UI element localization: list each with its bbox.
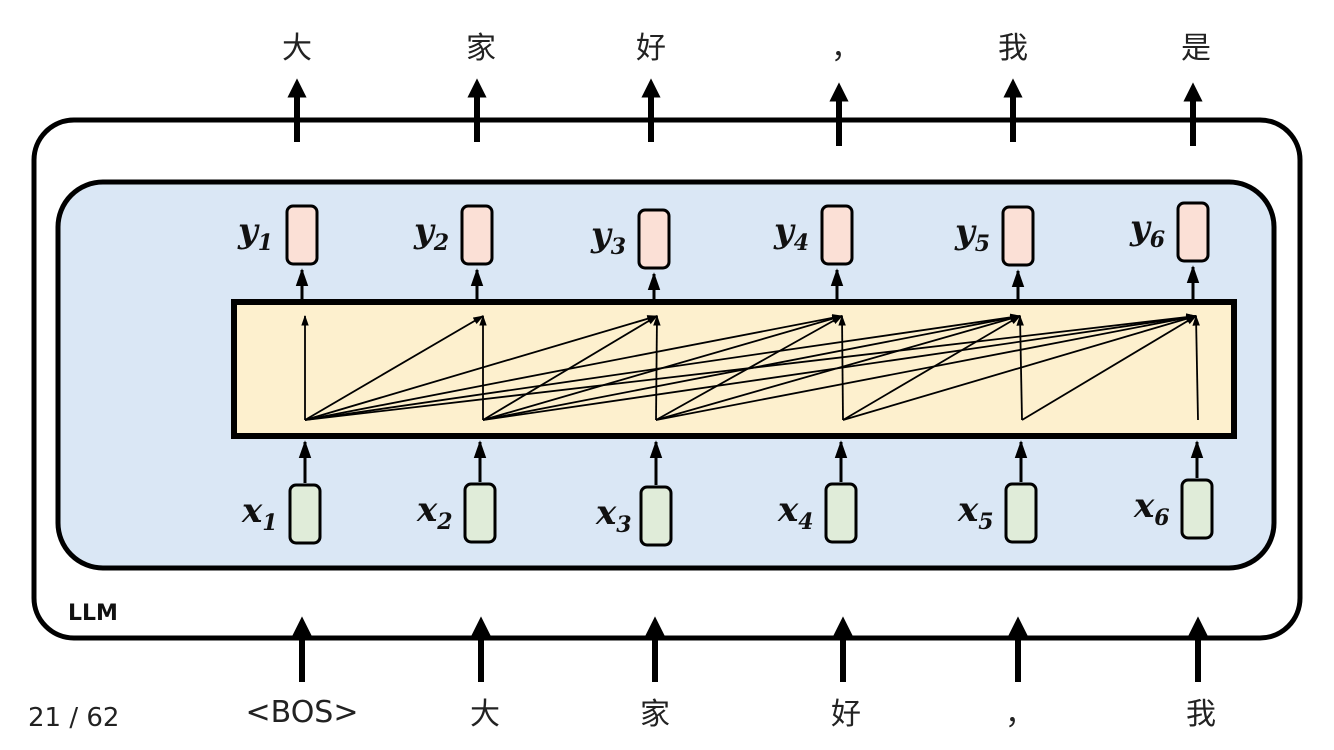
output-token-5: 我: [998, 31, 1028, 66]
input-vector-box-2: [463, 482, 497, 544]
attention-arrow-2-to-6: [482, 313, 1198, 421]
output-vector-label-6: y6: [1129, 208, 1165, 253]
output-vector-box-5: [1001, 205, 1035, 267]
output-tokens: 大 家 好 ， 我 是: [282, 31, 1211, 66]
output-vector-label-1: y1: [237, 211, 273, 256]
input-vector-label-5: x5: [957, 490, 994, 535]
input-token-5: ，: [1005, 697, 1035, 732]
input-vector-label-2: x2: [416, 490, 453, 535]
input-token-arrows: [292, 616, 1208, 682]
attention-arrow-3-to-6: [655, 314, 1198, 421]
input-vectors: [288, 478, 1214, 547]
input-token-1: <BOS>: [246, 695, 359, 730]
output-vector-box-4: [820, 204, 854, 266]
output-vector-labels: y1 y2 y3 y4 y5 y6: [237, 208, 1165, 260]
input-to-attention-arrows: [298, 440, 1204, 485]
input-vector-label-6: x6: [1133, 486, 1170, 531]
output-vector-label-4: y4: [773, 211, 809, 256]
input-vector-box-3: [639, 485, 673, 547]
attention-arrows: [301, 313, 1200, 421]
attention-arrow-4-to-6: [842, 315, 1198, 421]
input-vector-box-1: [288, 483, 322, 545]
input-vector-labels: x1 x2 x3 x4 x5 x6: [241, 486, 1170, 538]
attention-arrow-6-to-6: [1192, 314, 1200, 421]
input-tokens: <BOS> 大 家 好 ， 我: [246, 695, 1216, 732]
page-indicator: 21 / 62: [28, 703, 119, 733]
output-vector-box-6: [1176, 201, 1210, 263]
attention-layer-box: [231, 299, 1237, 439]
input-token-4: 好: [831, 697, 861, 732]
output-token-1: 大: [282, 31, 312, 66]
input-token-3: 家: [640, 697, 670, 732]
output-token-3: 好: [636, 31, 666, 66]
llm-label: LLM: [68, 601, 118, 626]
output-token-arrows: [287, 78, 1203, 146]
output-vector-label-2: y2: [413, 211, 449, 256]
input-vector-label-1: x1: [241, 491, 278, 536]
attention-arrow-4-to-5: [842, 315, 1021, 421]
output-token-4: ，: [831, 31, 861, 66]
output-vector-box-3: [637, 208, 671, 270]
attention-to-output-arrows: [295, 265, 1200, 300]
input-vector-box-4: [824, 482, 858, 544]
output-vector-box-2: [460, 204, 494, 266]
attention-arrow-1-to-6: [304, 313, 1198, 421]
input-token-2: 大: [470, 697, 500, 732]
input-vector-box-5: [1004, 482, 1038, 544]
output-vector-box-1: [285, 204, 319, 266]
output-vector-label-5: y5: [954, 212, 990, 257]
output-token-2: 家: [466, 31, 496, 66]
input-vector-label-4: x4: [777, 490, 814, 535]
input-token-6: 我: [1186, 697, 1216, 732]
input-vector-box-6: [1180, 478, 1214, 540]
attention-arrow-1-to-5: [304, 313, 1022, 421]
attention-arrow-1-to-2: [304, 315, 484, 421]
input-vector-label-3: x3: [595, 493, 632, 538]
output-vectors: [285, 201, 1210, 270]
attention-arrow-1-to-3: [304, 315, 659, 421]
output-token-6: 是: [1181, 31, 1211, 66]
attention-arrow-5-to-6: [1021, 315, 1197, 421]
output-vector-label-3: y3: [590, 215, 626, 260]
attention-arrow-1-to-4: [304, 314, 844, 421]
